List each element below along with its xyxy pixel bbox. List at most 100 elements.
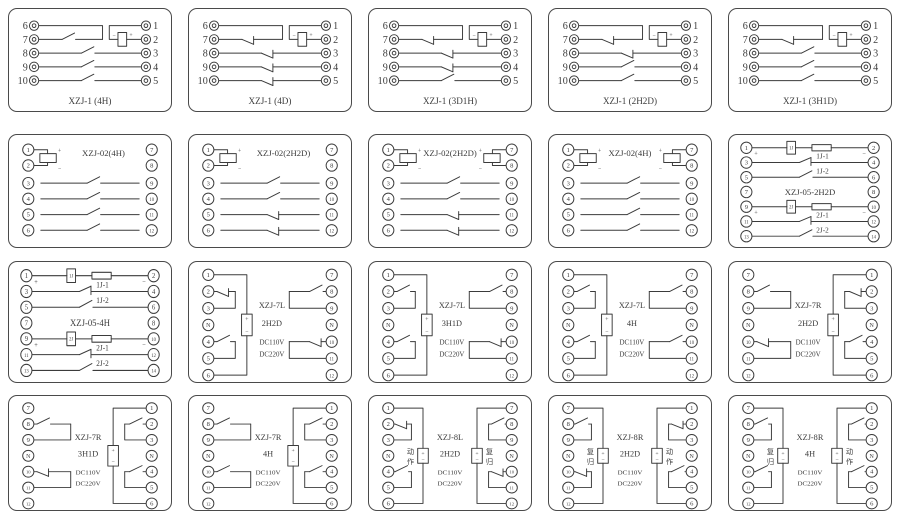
terminal-number: 7	[510, 147, 514, 154]
terminal-number: 3	[153, 49, 158, 60]
terminal-number: 4	[870, 339, 874, 346]
terminal-number: 9	[330, 305, 334, 312]
polarity-minus: −	[652, 33, 655, 39]
terminal-number: 5	[387, 212, 391, 219]
terminal-icon	[748, 61, 760, 73]
terminal-number: 3	[745, 160, 749, 167]
terminal-number: 7	[510, 272, 514, 279]
terminal-number: 2	[387, 163, 390, 170]
terminal-number: 9	[330, 180, 334, 187]
polarity-plus: +	[754, 151, 758, 158]
terminal-icon	[325, 368, 338, 382]
terminal-icon	[388, 75, 400, 86]
terminal-number: 7	[207, 405, 211, 412]
terminal-number: 6	[383, 21, 388, 32]
terminal-number: 9	[563, 62, 568, 73]
polarity-plus: +	[669, 33, 672, 39]
terminal-number: 6	[870, 501, 874, 508]
terminal-icon	[202, 208, 215, 221]
terminal-number: 8	[23, 49, 28, 60]
terminal-number: 4	[152, 289, 156, 296]
terminal-number: 4	[567, 196, 571, 203]
terminal-number: 8	[747, 289, 751, 296]
terminal-number: 8	[690, 163, 694, 170]
terminal-icon	[202, 497, 215, 510]
terminal-number: 11	[24, 354, 29, 359]
terminal-number: 4	[387, 196, 391, 203]
terminal-number: N	[386, 323, 391, 329]
terminal-number: 1	[387, 147, 390, 154]
terminal-number: 6	[27, 227, 31, 234]
terminal-number: 3	[330, 437, 333, 444]
terminal-number: 6	[152, 304, 156, 311]
terminal-number: 8	[383, 49, 388, 60]
terminal-icon	[145, 143, 158, 156]
terminal-number: 3	[693, 49, 698, 60]
terminal-icon	[140, 61, 152, 73]
terminal-icon	[22, 208, 35, 221]
terminal-number: 10	[18, 76, 28, 87]
terminal-number: N	[870, 323, 875, 329]
terminal-icon	[505, 268, 518, 281]
terminal-number: 9	[510, 180, 514, 187]
terminal-icon	[388, 34, 400, 45]
terminal-number: 11	[566, 486, 570, 491]
contact-label: 1J-2	[96, 296, 109, 305]
terminal-number: 12	[329, 229, 334, 234]
terminal-number: 12	[509, 374, 514, 379]
terminal-number: 7	[743, 35, 748, 46]
terminal-number: 5	[153, 76, 158, 87]
terminal-number: N	[206, 454, 211, 460]
terminal-number: 8	[152, 320, 156, 327]
terminal-icon	[28, 20, 40, 31]
terminal-number: 6	[567, 372, 571, 379]
terminal-icon	[325, 224, 338, 237]
polarity-minus: −	[292, 460, 295, 466]
terminal-number: 8	[563, 49, 568, 60]
terminal-icon	[568, 47, 580, 59]
panel-subtitle: DC110V	[798, 470, 823, 477]
polarity-plus: +	[601, 451, 604, 457]
terminal-icon	[208, 75, 220, 86]
terminal-number: 7	[745, 189, 749, 196]
terminal-number: 10	[509, 198, 514, 203]
terminal-number: 1	[333, 21, 338, 32]
terminal-number: 11	[206, 486, 210, 491]
polarity-minus: −	[862, 210, 866, 217]
terminal-number: 5	[25, 304, 29, 311]
terminal-number: 3	[870, 437, 873, 444]
panel-title: XZJ-1 (4D)	[249, 96, 292, 106]
terminal-icon	[748, 75, 760, 86]
terminal-number: 9	[690, 180, 694, 187]
relay-schematic-xzj7l-3h1d: 123N456789N101112+−XZJ-7L3H1DDC110VDC220…	[382, 268, 518, 382]
terminal-number: 12	[206, 502, 211, 507]
terminal-number: 2	[870, 421, 873, 428]
panel-subtitle: DC110V	[76, 470, 101, 477]
polarity-minus: −	[425, 329, 428, 335]
terminal-number: 7	[150, 147, 154, 154]
terminal-number: 5	[387, 485, 390, 492]
terminal-icon	[20, 316, 33, 330]
terminal-icon	[685, 192, 698, 206]
polarity-minus: −	[475, 457, 478, 463]
panel-subtitle: DC110V	[438, 470, 463, 477]
contact-label: 1J-1	[96, 280, 109, 289]
panel-title: XZJ-05-4H	[70, 318, 110, 328]
terminal-number: 6	[330, 501, 334, 508]
terminal-number: 10	[558, 76, 568, 87]
panel-title: XZJ-7R	[75, 433, 102, 442]
polarity-plus: +	[421, 451, 424, 457]
terminal-number: 9	[747, 437, 750, 444]
terminal-icon	[685, 208, 698, 221]
terminal-number: N	[746, 454, 751, 460]
panel-subtitle: DC220V	[256, 481, 281, 488]
terminal-number: 3	[333, 49, 338, 60]
relay-schematic-xzj05-4h: 13579111324681012141J+−1J-11J-22J+−2J-12…	[20, 268, 160, 378]
